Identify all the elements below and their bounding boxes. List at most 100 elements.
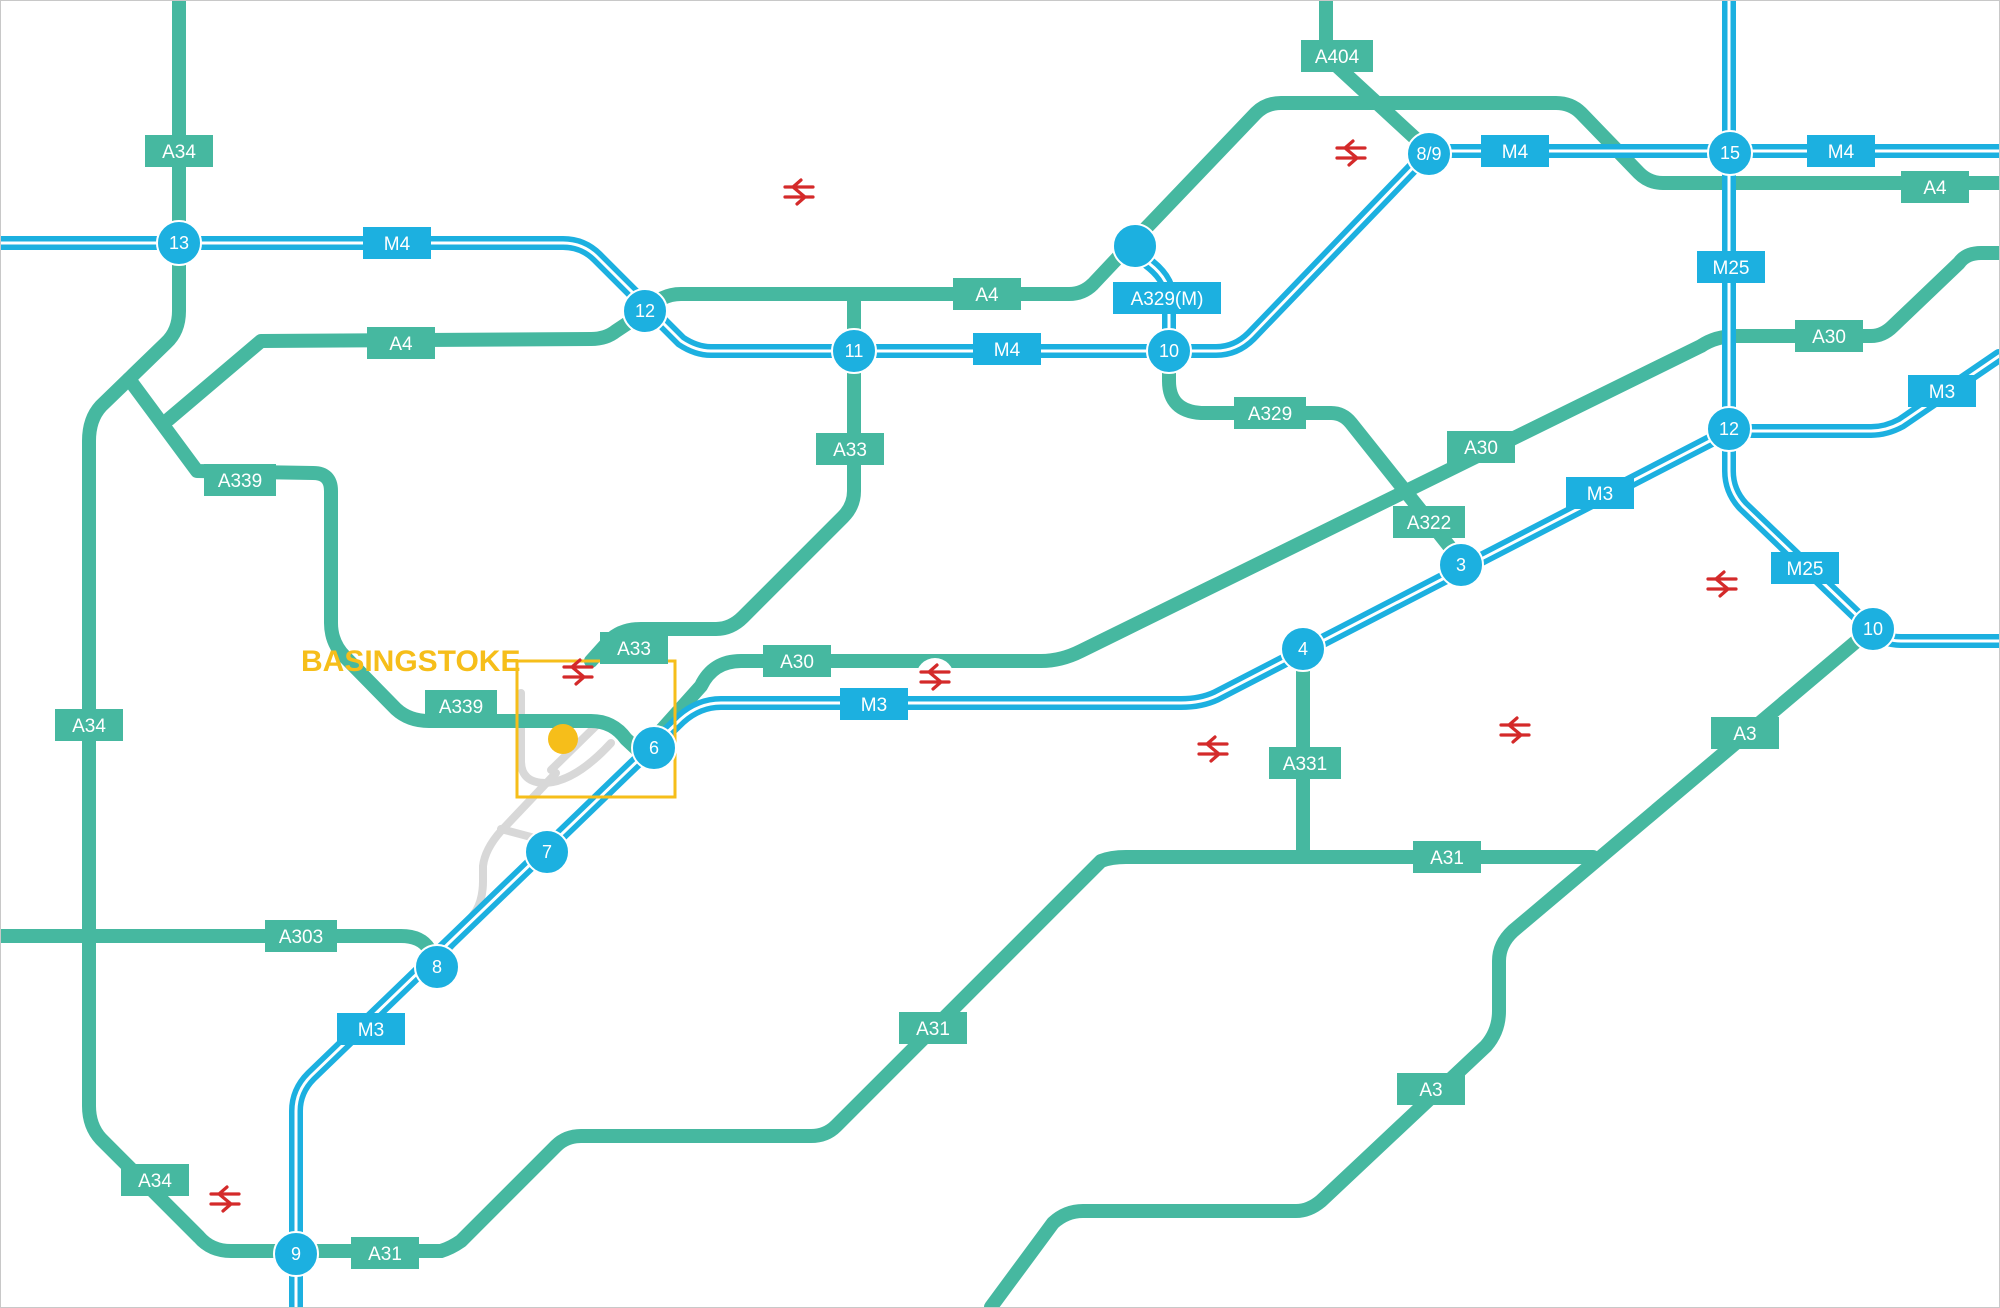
junction-10[interactable]: 10 bbox=[1146, 328, 1192, 374]
junction-6[interactable]: 6 bbox=[631, 725, 677, 771]
national-rail-icon[interactable] bbox=[209, 1185, 241, 1213]
town-highlight-box bbox=[515, 659, 677, 799]
svg-text:A34: A34 bbox=[72, 716, 106, 737]
svg-text:M25: M25 bbox=[1787, 559, 1824, 580]
national-rail-icon[interactable] bbox=[916, 658, 954, 696]
road-label-a322[interactable]: A322 bbox=[1393, 506, 1465, 538]
road-label-m3[interactable]: M3 bbox=[1566, 477, 1634, 509]
road-label-a34[interactable]: A34 bbox=[145, 135, 213, 167]
svg-text:A339: A339 bbox=[218, 471, 262, 492]
junction-unnumbered[interactable] bbox=[1112, 223, 1158, 269]
road-label-a339[interactable]: A339 bbox=[204, 464, 276, 496]
town-marker-icon[interactable] bbox=[548, 724, 578, 754]
svg-text:10: 10 bbox=[1863, 619, 1883, 639]
road-label-m4[interactable]: M4 bbox=[1807, 135, 1875, 167]
svg-text:8: 8 bbox=[432, 957, 442, 977]
svg-text:A31: A31 bbox=[916, 1019, 950, 1040]
road-label-a31[interactable]: A31 bbox=[1413, 841, 1481, 873]
road-label-m4[interactable]: M4 bbox=[363, 227, 431, 259]
junctions: 13 12 11 10 8/9 15 12 3 4 10 6 7 8 9 bbox=[156, 130, 1896, 1277]
road-label-a339[interactable]: A339 bbox=[425, 690, 497, 722]
svg-text:M4: M4 bbox=[1502, 142, 1529, 163]
svg-text:M4: M4 bbox=[1828, 142, 1855, 163]
road-label-m3[interactable]: M3 bbox=[840, 688, 908, 720]
road-label-a30[interactable]: A30 bbox=[1795, 320, 1863, 352]
svg-text:8/9: 8/9 bbox=[1416, 144, 1441, 164]
svg-text:13: 13 bbox=[169, 233, 189, 253]
junction-3[interactable]: 3 bbox=[1438, 542, 1484, 588]
junction-9[interactable]: 9 bbox=[273, 1231, 319, 1277]
road-label-m25[interactable]: M25 bbox=[1697, 251, 1765, 283]
svg-text:M3: M3 bbox=[358, 1020, 384, 1041]
national-rail-icon[interactable] bbox=[562, 658, 594, 686]
road-label-m25[interactable]: M25 bbox=[1771, 552, 1839, 584]
road-label-a31[interactable]: A31 bbox=[899, 1012, 967, 1044]
road-label-a4[interactable]: A4 bbox=[367, 327, 435, 359]
junction-10-m25[interactable]: 10 bbox=[1850, 606, 1896, 652]
junction-8[interactable]: 8 bbox=[414, 944, 460, 990]
svg-text:9: 9 bbox=[291, 1244, 301, 1264]
road-label-a329[interactable]: A329 bbox=[1234, 397, 1306, 429]
road-label-a33[interactable]: A33 bbox=[600, 632, 668, 664]
road-label-a404[interactable]: A404 bbox=[1301, 40, 1373, 72]
road-label-a31[interactable]: A31 bbox=[351, 1237, 419, 1269]
national-rail-icon[interactable] bbox=[783, 178, 815, 206]
road-label-a34[interactable]: A34 bbox=[55, 709, 123, 741]
svg-text:A33: A33 bbox=[833, 440, 867, 461]
junction-12-m25[interactable]: 12 bbox=[1706, 406, 1752, 452]
svg-text:A3: A3 bbox=[1733, 724, 1756, 745]
road-label-a4[interactable]: A4 bbox=[953, 278, 1021, 310]
junction-7[interactable]: 7 bbox=[524, 829, 570, 875]
svg-text:10: 10 bbox=[1159, 341, 1179, 361]
svg-text:12: 12 bbox=[1719, 419, 1739, 439]
road-label-a4[interactable]: A4 bbox=[1901, 171, 1969, 203]
road-label-a303[interactable]: A303 bbox=[265, 920, 337, 952]
svg-text:11: 11 bbox=[845, 341, 864, 361]
svg-text:A339: A339 bbox=[439, 697, 483, 718]
road-label-a331[interactable]: A331 bbox=[1269, 747, 1341, 779]
svg-text:3: 3 bbox=[1456, 555, 1466, 575]
road-label-m4[interactable]: M4 bbox=[973, 333, 1041, 365]
national-rail-icon[interactable] bbox=[1197, 735, 1229, 763]
road-label-a34[interactable]: A34 bbox=[121, 1164, 189, 1196]
svg-text:12: 12 bbox=[635, 301, 655, 321]
svg-text:M3: M3 bbox=[861, 695, 887, 716]
town-name[interactable]: BASINGSTOKE bbox=[301, 645, 520, 678]
svg-text:A34: A34 bbox=[162, 142, 196, 163]
road-label-m4[interactable]: M4 bbox=[1481, 135, 1549, 167]
national-rail-icon[interactable] bbox=[1499, 716, 1531, 744]
svg-text:A31: A31 bbox=[1430, 848, 1464, 869]
junction-12[interactable]: 12 bbox=[622, 288, 668, 334]
svg-text:A30: A30 bbox=[1812, 327, 1846, 348]
junction-11[interactable]: 11 bbox=[831, 328, 877, 374]
junction-15[interactable]: 15 bbox=[1707, 130, 1753, 176]
rail-stations bbox=[209, 139, 1738, 1213]
junction-13[interactable]: 13 bbox=[156, 220, 202, 266]
road-label-a33[interactable]: A33 bbox=[816, 433, 884, 465]
svg-text:M4: M4 bbox=[994, 340, 1021, 361]
svg-text:A4: A4 bbox=[975, 285, 999, 306]
svg-text:A30: A30 bbox=[1464, 438, 1498, 459]
road-label-a3[interactable]: A3 bbox=[1711, 717, 1779, 749]
road-labels: A34 A34 A34 M4 A4 A4 M4 A404 M4 M4 A4 M2… bbox=[55, 40, 1976, 1269]
svg-text:A3: A3 bbox=[1419, 1080, 1442, 1101]
road-label-a30[interactable]: A30 bbox=[763, 645, 831, 677]
svg-text:A34: A34 bbox=[138, 1171, 172, 1192]
road-label-a30[interactable]: A30 bbox=[1447, 431, 1515, 463]
junction-4[interactable]: 4 bbox=[1280, 626, 1326, 672]
road-label-a3[interactable]: A3 bbox=[1397, 1073, 1465, 1105]
svg-text:A404: A404 bbox=[1315, 47, 1360, 68]
national-rail-icon[interactable] bbox=[1706, 570, 1738, 598]
svg-text:A4: A4 bbox=[1923, 178, 1947, 199]
national-rail-icon[interactable] bbox=[1335, 139, 1367, 167]
road-label-m3[interactable]: M3 bbox=[1908, 375, 1976, 407]
svg-text:M3: M3 bbox=[1587, 484, 1613, 505]
svg-text:A30: A30 bbox=[780, 652, 814, 673]
road-label-a329m[interactable]: A329(M) bbox=[1113, 282, 1221, 314]
junction-8-9[interactable]: 8/9 bbox=[1406, 131, 1452, 177]
svg-text:M25: M25 bbox=[1713, 258, 1750, 279]
road-label-m3[interactable]: M3 bbox=[337, 1013, 405, 1045]
